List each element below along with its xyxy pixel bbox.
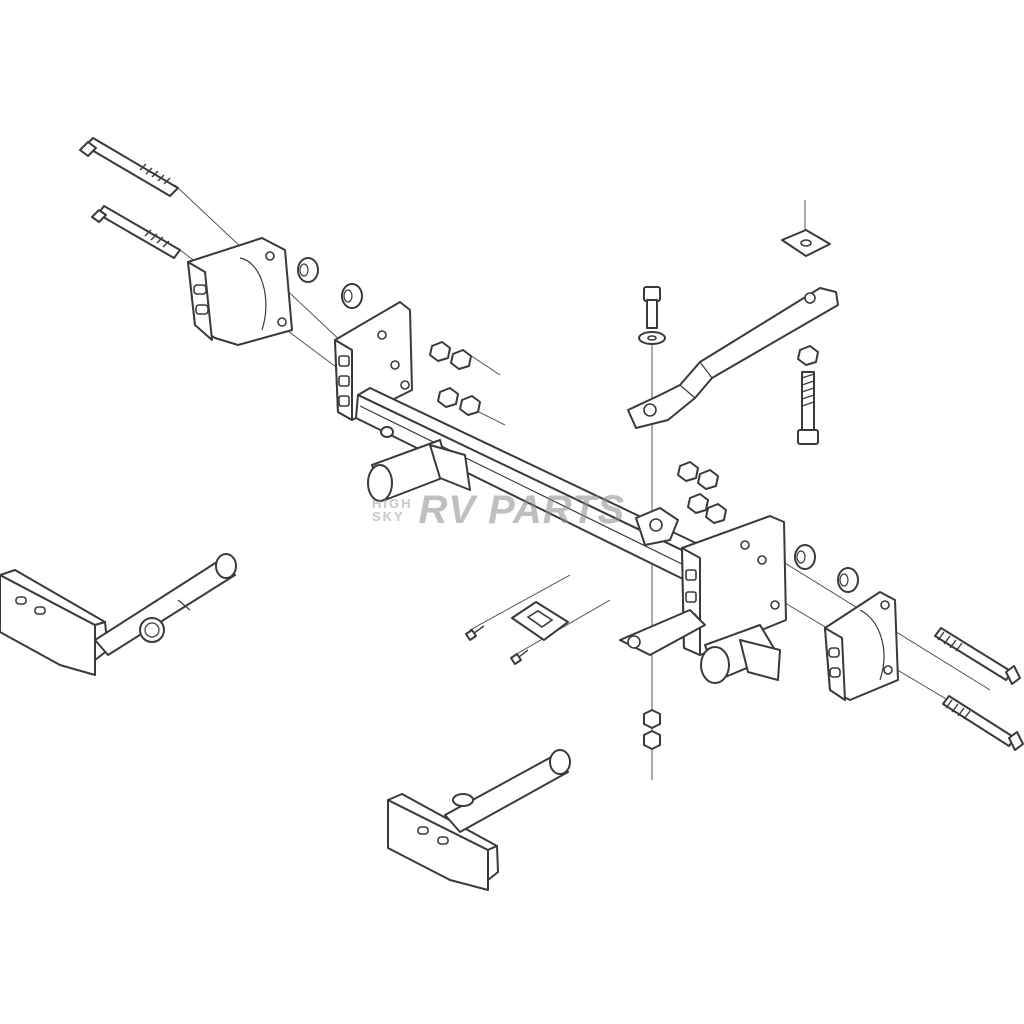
nuts-right: [677, 461, 727, 524]
screw-small-1: [465, 625, 485, 641]
safety-plate-bottom: [387, 749, 571, 891]
retaining-clip-left: [139, 617, 165, 643]
nuts-bottom: [643, 709, 661, 750]
receiver-tube-left: [367, 439, 471, 502]
screw-small-2: [510, 649, 529, 665]
bolt-vertical-right: [797, 345, 819, 445]
nuts-left: [429, 341, 481, 416]
watermark-brand: RV PARTS: [418, 487, 626, 532]
bolt-right-2: [942, 695, 1024, 751]
bolt-upper-1: [79, 137, 179, 197]
watermark-line2: SKY: [372, 509, 405, 524]
left-mounting-plate: [334, 301, 413, 421]
bolt-vertical-top: [638, 286, 666, 345]
watermark-line1: HIGH: [372, 496, 413, 511]
spacers-right: [794, 544, 859, 593]
wiring-gasket: [511, 601, 569, 641]
right-side-bracket: [824, 591, 899, 701]
watermark-small-text: HIGH SKY: [372, 497, 413, 523]
left-safety-loop: [380, 426, 394, 438]
left-side-bracket: [187, 237, 293, 346]
square-washer: [781, 229, 831, 257]
bolt-upper-2: [91, 205, 181, 259]
spacers-left: [297, 257, 363, 309]
watermark-logo: HIGH SKY RV PARTS: [372, 486, 625, 534]
center-tab: [635, 507, 679, 546]
strap-bracket: [627, 287, 839, 429]
lower-tab: [619, 609, 706, 656]
bolt-right-1: [934, 627, 1021, 685]
receiver-tube-right: [700, 624, 781, 684]
safety-plate-left: [0, 553, 237, 676]
